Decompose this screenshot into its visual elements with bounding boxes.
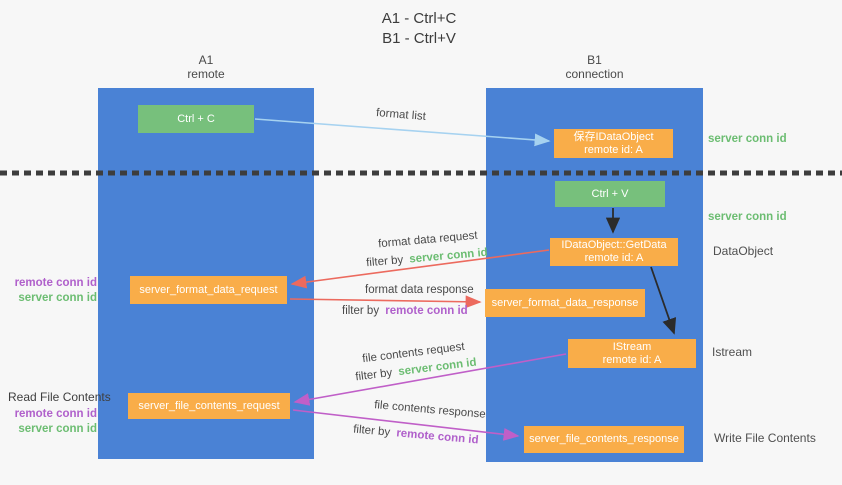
node-server-file-contents-response: server_file_contents_response — [524, 426, 684, 453]
mid-left-remote-conn-id: remote conn id — [14, 277, 97, 289]
node-idataobject-getdata: IDataObject::GetData remote id: A — [550, 238, 678, 266]
diagram-title: A1 - Ctrl+C B1 - Ctrl+V — [299, 9, 539, 49]
node-save-idataobject-line2: remote id: A — [584, 143, 643, 156]
diagram-title-line2: B1 - Ctrl+V — [382, 30, 456, 47]
lane-a1-role: remote — [187, 67, 225, 81]
node-file-request-label: server_file_contents_request — [138, 399, 280, 412]
node-istream: IStream remote id: A — [568, 339, 696, 368]
arrow-file-contents-request — [293, 353, 567, 406]
node-getdata-line1: IDataObject::GetData — [561, 239, 667, 251]
annotation-bottom-left-conn-ids: remote conn id server conn id — [15, 407, 97, 436]
node-save-idataobject-line1: 保存IDataObject — [573, 130, 654, 143]
node-ctrl-v: Ctrl + V — [555, 181, 665, 207]
annotation-server-conn-id-mid: server conn id — [708, 211, 787, 223]
annotation-read-file-contents: Read File Contents — [8, 390, 111, 404]
node-ctrl-c: Ctrl + C — [138, 105, 254, 133]
node-istream-line2: remote id: A — [602, 353, 662, 366]
lane-b1-name: B1 — [587, 53, 602, 67]
annotation-mid-left-conn-ids: remote conn id server conn id — [15, 276, 97, 305]
bottom-left-server-conn-id: server conn id — [18, 422, 97, 435]
diagram-title-line1: A1 - Ctrl+C — [381, 10, 457, 27]
annotation-dataobject: DataObject — [713, 244, 774, 258]
node-ctrl-v-label: Ctrl + V — [591, 187, 629, 200]
node-format-request-label: server_format_data_request — [139, 283, 278, 296]
annotation-istream: Istream — [712, 345, 753, 359]
node-server-file-contents-request: server_file_contents_request — [128, 393, 290, 419]
arrow-format-list — [254, 118, 551, 147]
lane-header-b1: B1 connection — [486, 53, 703, 81]
node-istream-line1: IStream — [612, 340, 652, 353]
node-format-response-label: server_format_data_response — [491, 296, 639, 309]
filter-remote-conn-id-text: remote conn id — [385, 305, 468, 317]
node-file-response-label: server_file_contents_response — [529, 433, 679, 445]
node-save-idataobject: 保存IDataObject remote id: A — [554, 129, 673, 158]
edge-label-filter-by-remote-1: filter by remote conn id — [342, 305, 468, 317]
arrow-format-data-response — [289, 295, 482, 309]
annotation-server-conn-id-top: server conn id — [708, 133, 787, 145]
arrow-file-contents-response — [292, 409, 520, 441]
node-server-format-data-response: server_format_data_response — [485, 289, 645, 317]
filter-by-text: filter by — [342, 305, 380, 317]
lane-b1-role: connection — [565, 67, 624, 81]
node-server-format-data-request: server_format_data_request — [130, 276, 287, 304]
bottom-left-remote-conn-id: remote conn id — [14, 408, 97, 420]
lane-header-a1: A1 remote — [98, 53, 314, 81]
node-getdata-line2: remote id: A — [584, 252, 644, 264]
arrow-getdata-to-istream — [650, 266, 677, 335]
lane-a1-name: A1 — [198, 53, 214, 67]
annotation-write-file-contents: Write File Contents — [714, 431, 816, 445]
arrow-format-data-request — [290, 249, 550, 289]
mid-left-server-conn-id: server conn id — [18, 291, 97, 304]
edge-label-format-data-response: format data response — [365, 284, 474, 296]
node-ctrl-c-label: Ctrl + C — [177, 112, 215, 125]
